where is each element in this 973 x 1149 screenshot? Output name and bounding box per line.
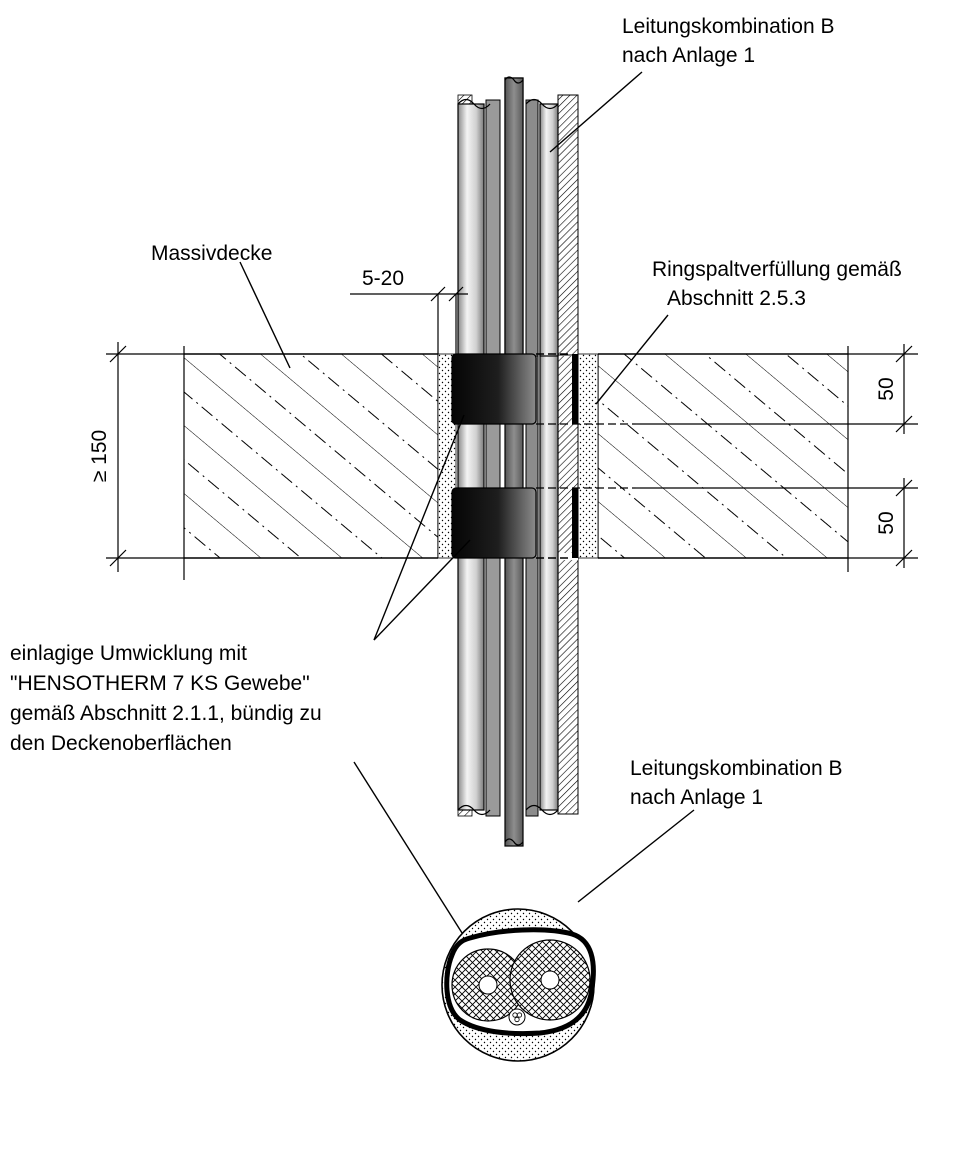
label-wrap-line4: den Deckenoberflächen bbox=[10, 732, 232, 755]
wrap-band-upper bbox=[451, 353, 537, 425]
dim-wrap-bottom-text: 50 bbox=[875, 511, 898, 534]
label-slab: Massivdecke bbox=[151, 242, 272, 265]
label-combo-bottom-line2: nach Anlage 1 bbox=[630, 786, 763, 809]
label-combo-top-line1: Leitungskombination B bbox=[622, 15, 834, 38]
label-combo-bottom-line1: Leitungskombination B bbox=[630, 757, 842, 780]
dim-thickness-text: ≥ 150 bbox=[88, 430, 111, 482]
label-wrap-line1: einlagige Umwicklung mit bbox=[10, 642, 247, 665]
slab-right bbox=[598, 354, 848, 558]
slab-left bbox=[184, 354, 438, 558]
label-gap-fill-line2: Abschnitt 2.5.3 bbox=[667, 287, 806, 310]
wrap-band-lower bbox=[451, 487, 537, 559]
dim-wrap-top-text: 50 bbox=[875, 377, 898, 400]
label-wrap-line2: "HENSOTHERM 7 KS Gewebe" bbox=[10, 672, 310, 695]
dim-gap-text: 5-20 bbox=[362, 267, 404, 290]
label-wrap-line3: gemäß Abschnitt 2.1.1, bündig zu bbox=[10, 702, 322, 725]
pipe-right bbox=[539, 354, 559, 811]
dim-wrap-depth bbox=[848, 344, 918, 568]
label-gap-fill-line1: Ringspaltverfüllung gemäß bbox=[652, 258, 902, 281]
cross-section-detail bbox=[441, 908, 596, 1062]
dim-thickness bbox=[106, 342, 184, 572]
label-combo-top-line2: nach Anlage 1 bbox=[622, 44, 755, 67]
wrapping-bands bbox=[451, 353, 848, 559]
dim-gap bbox=[350, 286, 468, 354]
pipe-bundle-upper bbox=[457, 76, 579, 846]
